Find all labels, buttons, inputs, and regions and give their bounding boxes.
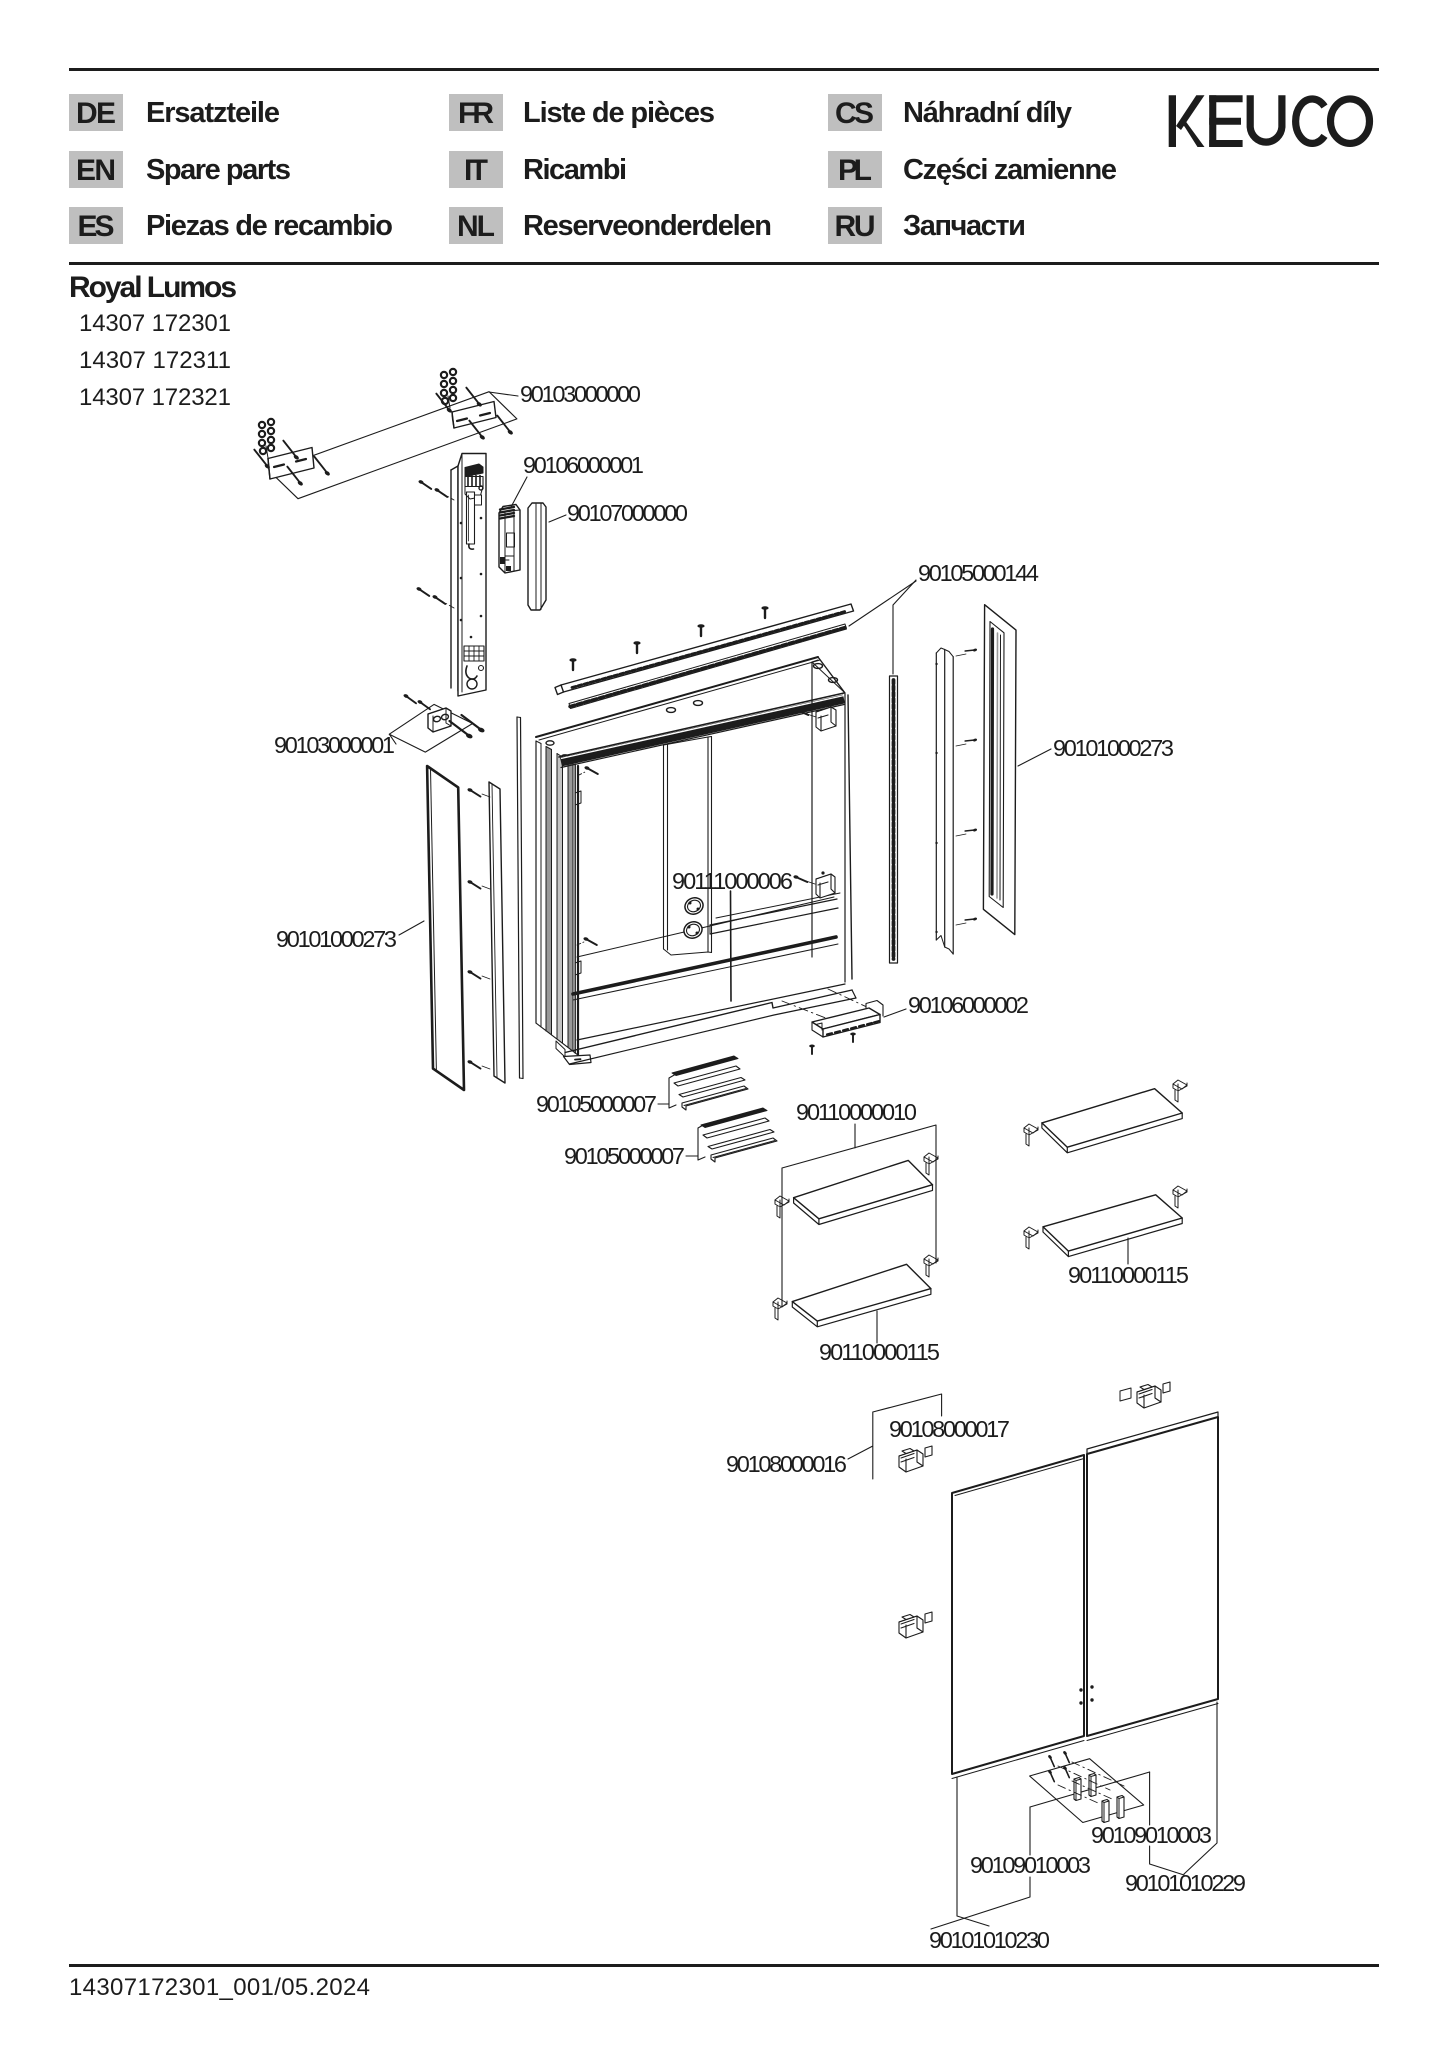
svg-text:IT: IT xyxy=(464,154,488,187)
svg-text:Reserveonderdelen: Reserveonderdelen xyxy=(523,210,772,242)
svg-text:90108000016: 90108000016 xyxy=(726,1451,847,1477)
svg-text:14307 172311: 14307 172311 xyxy=(79,347,231,374)
svg-text:Запчасти: Запчасти xyxy=(903,210,1026,242)
svg-text:90105000007: 90105000007 xyxy=(564,1143,685,1169)
svg-text:Spare parts: Spare parts xyxy=(146,154,291,186)
svg-text:NL: NL xyxy=(457,210,495,243)
svg-text:Ersatzteile: Ersatzteile xyxy=(146,97,280,129)
svg-text:FR: FR xyxy=(458,97,494,130)
svg-text:90106000001: 90106000001 xyxy=(523,452,644,478)
svg-text:90111000006: 90111000006 xyxy=(672,868,793,894)
svg-text:14307 172301: 14307 172301 xyxy=(79,310,231,337)
svg-text:90103000001: 90103000001 xyxy=(274,732,395,758)
svg-text:90101000273: 90101000273 xyxy=(1053,735,1174,761)
svg-text:Royal Lumos: Royal Lumos xyxy=(69,271,237,304)
svg-text:DE: DE xyxy=(76,97,116,130)
svg-text:90108000017: 90108000017 xyxy=(889,1416,1010,1442)
svg-text:90107000000: 90107000000 xyxy=(567,500,688,526)
svg-text:90105000144: 90105000144 xyxy=(918,560,1039,586)
svg-text:Liste de pièces: Liste de pièces xyxy=(523,97,715,129)
svg-text:Części zamienne: Części zamienne xyxy=(903,154,1117,186)
svg-text:CS: CS xyxy=(835,97,874,130)
svg-text:90110000115: 90110000115 xyxy=(1068,1262,1189,1288)
svg-text:90101010230: 90101010230 xyxy=(929,1927,1050,1953)
svg-text:90101000273: 90101000273 xyxy=(276,926,397,952)
svg-text:EN: EN xyxy=(76,154,116,187)
svg-text:90101010229: 90101010229 xyxy=(1125,1870,1246,1896)
svg-text:Piezas de recambio: Piezas de recambio xyxy=(146,210,393,242)
svg-text:90106000002: 90106000002 xyxy=(908,992,1029,1018)
svg-text:ES: ES xyxy=(78,210,115,243)
svg-text:RU: RU xyxy=(835,210,876,243)
svg-text:90109010003: 90109010003 xyxy=(1091,1822,1212,1848)
svg-text:90110000115: 90110000115 xyxy=(819,1339,940,1365)
svg-text:14307172301_001/05.2024: 14307172301_001/05.2024 xyxy=(69,1974,370,2001)
svg-text:Ricambi: Ricambi xyxy=(523,154,627,186)
svg-text:90105000007: 90105000007 xyxy=(536,1091,657,1117)
svg-text:14307 172321: 14307 172321 xyxy=(79,384,231,411)
svg-text:90103000000: 90103000000 xyxy=(520,381,641,407)
svg-text:Náhradní díly: Náhradní díly xyxy=(903,97,1072,129)
svg-text:90110000010: 90110000010 xyxy=(796,1099,917,1125)
svg-text:PL: PL xyxy=(838,154,872,187)
svg-text:90109010003: 90109010003 xyxy=(970,1852,1091,1878)
